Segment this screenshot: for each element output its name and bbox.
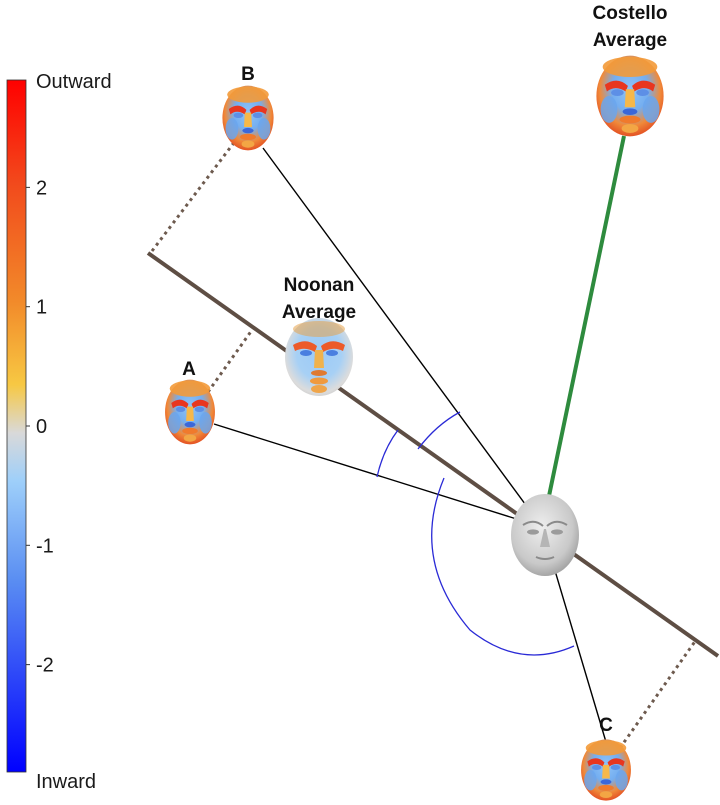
dotted-c-projection — [618, 639, 698, 749]
angle-arc-c — [431, 477, 575, 656]
colorbar-tick-label: 2 — [36, 177, 47, 199]
angle-arcs — [376, 411, 575, 656]
angle-arc-a — [376, 429, 399, 478]
face-a — [165, 379, 215, 445]
face-noonan-average — [285, 318, 353, 396]
costello-line — [542, 135, 626, 521]
face-b — [222, 85, 274, 151]
connector-lines — [146, 135, 720, 749]
label-costello-line-1: Costello — [593, 3, 668, 24]
angle-arc-b — [417, 411, 461, 450]
colorbar-bottom-label: Inward — [36, 771, 96, 793]
colorbar-ticks: 2 1 0 -1 -2 — [26, 177, 54, 677]
label-c: C — [599, 715, 613, 736]
label-noonan-line-1: Noonan — [284, 275, 355, 296]
colorbar-tick-label: -1 — [36, 535, 54, 557]
face-mean-neutral — [511, 494, 579, 576]
dotted-b-projection — [150, 139, 238, 252]
label-noonan-line-2: Average — [282, 302, 356, 323]
dotted-a-projection — [206, 329, 254, 393]
colorbar-tick-label: 1 — [36, 297, 47, 319]
label-b: B — [241, 64, 255, 85]
label-a: A — [182, 359, 196, 380]
label-costello-line-2: Average — [593, 30, 667, 51]
line-to-b — [262, 147, 543, 528]
colorbar-gradient — [6, 79, 27, 773]
colorbar-tick-label: 0 — [36, 416, 47, 438]
colorbar-top-label: Outward — [36, 71, 112, 93]
colorbar: Outward 2 1 0 -1 -2 Inward — [6, 71, 112, 793]
principal-axis-line — [146, 251, 720, 658]
face-c — [581, 739, 631, 801]
face-costello-average — [596, 55, 664, 137]
colorbar-tick-label: -2 — [36, 655, 54, 677]
